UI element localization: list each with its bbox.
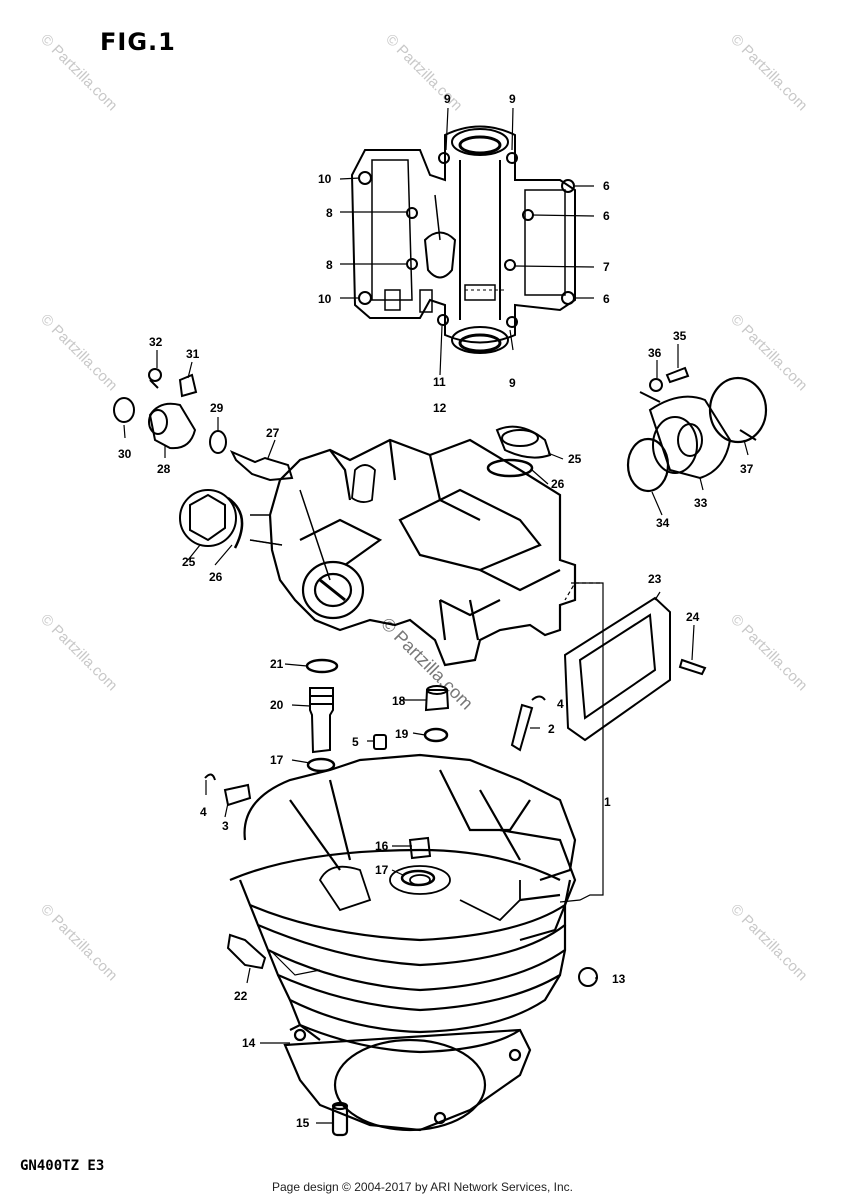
callout-label: 20 — [270, 698, 284, 712]
callout-labels: 1 2 3 4 4 5 6 6 6 7 8 8 9 9 9 10 10 11 1… — [118, 92, 754, 1130]
callout-label: 8 — [326, 206, 333, 220]
callout-label: 8 — [326, 258, 333, 272]
page-footer: Page design © 2004-2017 by ARI Network S… — [271, 1180, 573, 1194]
callout-label: 13 — [612, 972, 626, 986]
callout-label: 23 — [648, 572, 662, 586]
callout-label: 22 — [234, 989, 248, 1003]
callout-label: 32 — [149, 335, 163, 349]
callout-label: 9 — [509, 92, 516, 106]
watermark: © Partzilla.com — [727, 901, 810, 984]
callout-label: 2 — [548, 722, 555, 736]
cylinder-head-drawing — [249, 438, 577, 667]
callout-label: 27 — [266, 426, 280, 440]
callout-label: 30 — [118, 447, 132, 461]
callout-label: 6 — [603, 292, 610, 306]
callout-label: 18 — [392, 694, 406, 708]
callout-label: 12 — [433, 401, 447, 415]
callout-label: 16 — [375, 839, 389, 853]
watermark: © Partzilla.com — [37, 311, 120, 394]
callout-label: 15 — [296, 1116, 310, 1130]
callout-label: 4 — [557, 697, 564, 711]
callout-label: 26 — [209, 570, 223, 584]
callout-label: 1 — [604, 795, 611, 809]
cylinder-drawing — [229, 753, 577, 1137]
watermark: © Partzilla.com — [727, 311, 810, 394]
callout-label: 10 — [318, 172, 332, 186]
callout-label: 10 — [318, 292, 332, 306]
model-code: GN400TZ E3 — [20, 1158, 105, 1174]
callout-label: 36 — [648, 346, 662, 360]
callout-label: 34 — [656, 516, 670, 530]
head-cover-drawing — [350, 125, 576, 354]
callout-label: 6 — [603, 179, 610, 193]
callout-label: 33 — [694, 496, 708, 510]
callout-label: 25 — [568, 452, 582, 466]
callout-label: 17 — [375, 863, 389, 877]
watermark: © Partzilla.com — [37, 901, 120, 984]
callout-label: 26 — [551, 477, 565, 491]
callout-label: 21 — [270, 657, 284, 671]
watermark: © Partzilla.com — [382, 31, 465, 114]
callout-label: 4 — [200, 805, 207, 819]
callout-label: 14 — [242, 1036, 256, 1050]
callout-label: 24 — [686, 610, 700, 624]
callout-label: 9 — [444, 92, 451, 106]
callout-label: 11 — [433, 375, 446, 389]
callout-label: 37 — [740, 462, 754, 476]
callout-label: 35 — [673, 329, 687, 343]
watermark: © Partzilla.com — [37, 611, 120, 694]
watermark: © Partzilla.com — [727, 611, 810, 694]
callout-label: 6 — [603, 209, 610, 223]
callout-label: 3 — [222, 819, 229, 833]
callout-label: 25 — [182, 555, 196, 569]
callout-label: 19 — [395, 727, 409, 741]
leader-lines — [123, 107, 749, 1124]
callout-label: 9 — [509, 376, 516, 390]
callout-label: 31 — [186, 347, 200, 361]
callout-label: 29 — [210, 401, 224, 415]
callout-label: 17 — [270, 753, 284, 767]
callout-label: 28 — [157, 462, 171, 476]
callout-label: 5 — [352, 735, 359, 749]
callout-label: 7 — [603, 260, 610, 274]
watermark: © Partzilla.com — [727, 31, 810, 114]
figure-title: FIG.1 — [100, 28, 176, 56]
